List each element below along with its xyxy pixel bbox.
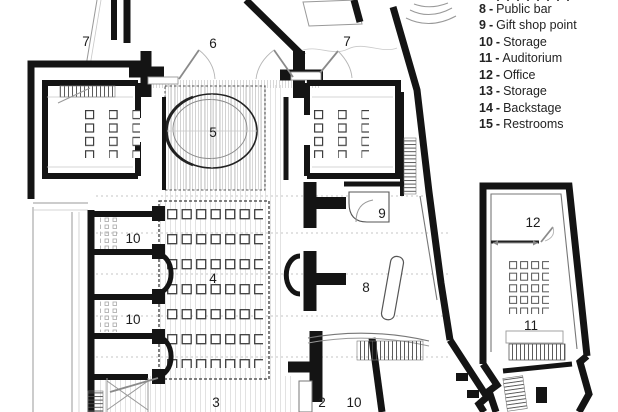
room-label-2: 2 bbox=[318, 395, 326, 410]
apse-niche-1 bbox=[156, 251, 174, 296]
legend-label: Storage bbox=[503, 84, 547, 99]
legend-separator: - bbox=[495, 67, 501, 82]
legend-label: Public bar bbox=[496, 2, 552, 16]
annex-bottom-wall bbox=[502, 361, 573, 374]
top-annex-outline bbox=[302, 0, 363, 27]
legend-separator: - bbox=[495, 100, 501, 115]
annex-inner-wall bbox=[490, 193, 578, 352]
room-label-10-upper: 10 bbox=[125, 231, 140, 246]
door-leaf-side bbox=[319, 50, 339, 74]
legend-label: Office bbox=[503, 67, 536, 82]
annex-floor-plan: 12 11 bbox=[479, 182, 593, 412]
legend-label: Storage bbox=[503, 34, 547, 49]
legend-separator: - bbox=[495, 34, 501, 49]
door-leaf-right bbox=[273, 49, 294, 78]
annex-wall-stub bbox=[536, 387, 547, 403]
room-label-9: 9 bbox=[378, 206, 386, 221]
legend-number: 10 bbox=[479, 34, 493, 49]
legend-number: 11 bbox=[479, 51, 493, 66]
legend-label: Gift shop point bbox=[496, 18, 577, 33]
legend-separator: - bbox=[488, 2, 494, 16]
site-lines bbox=[32, 0, 457, 412]
room-labels: 7 6 7 5 9 10 4 8 10 3 2 10 bbox=[82, 34, 386, 410]
auditorium-step bbox=[505, 330, 564, 344]
bar-counter bbox=[380, 255, 405, 321]
room-label-7-left: 7 bbox=[82, 34, 90, 49]
door-leaf-left bbox=[178, 49, 200, 80]
legend-item-13: 13-Storage bbox=[479, 83, 617, 99]
room-label-5: 5 bbox=[209, 125, 217, 140]
entrance-vestibule bbox=[129, 49, 353, 98]
hedge-squiggle bbox=[299, 45, 398, 53]
annex-outer-wall bbox=[479, 182, 591, 364]
door-sill-right bbox=[290, 71, 322, 81]
main-floor-plan: 7 6 7 5 9 10 4 8 10 3 2 10 bbox=[27, 0, 492, 412]
legend-number: 12 bbox=[479, 67, 493, 82]
legend-number: 14 bbox=[479, 100, 493, 115]
room8-stair bbox=[356, 340, 424, 361]
bottom-rooms bbox=[87, 377, 313, 412]
fan-arc-3 bbox=[413, 2, 449, 8]
left-wing bbox=[42, 80, 141, 179]
legend-item-8: 8-Public bar bbox=[479, 1, 617, 17]
room-label-8: 8 bbox=[362, 280, 370, 295]
legend-item-15: 15-Restrooms bbox=[479, 116, 617, 132]
nave bbox=[162, 97, 289, 368]
office-door-leaf bbox=[540, 226, 554, 243]
room8-inner-wall bbox=[419, 195, 438, 301]
legend: 8-Public bar 9-Gift shop point 10-Storag… bbox=[479, 0, 617, 133]
legend-item-9: 9-Gift shop point bbox=[479, 17, 617, 33]
legend-separator: - bbox=[488, 18, 494, 33]
annex-lower-stair bbox=[502, 375, 528, 412]
legend-item-12: 12-Office bbox=[479, 67, 617, 83]
room-label-11: 11 bbox=[524, 318, 538, 333]
legend-item-10: 10-Storage bbox=[479, 34, 617, 50]
room-label-4: 4 bbox=[209, 271, 217, 286]
left-wing-tables bbox=[85, 110, 140, 158]
room-label-12: 12 bbox=[525, 215, 540, 230]
left-wing-stair bbox=[59, 85, 116, 98]
room-3-floorboards bbox=[96, 376, 292, 412]
legend-label: Restrooms bbox=[503, 117, 564, 132]
legend-label: Backstage bbox=[503, 100, 562, 115]
bottom-left-stair bbox=[87, 390, 104, 412]
legend-separator: - bbox=[495, 117, 501, 132]
left-chapels bbox=[91, 206, 174, 384]
room-label-10-bottom: 10 bbox=[346, 395, 361, 410]
room-label-6: 6 bbox=[209, 36, 217, 51]
room-label-10-lower: 10 bbox=[125, 312, 140, 327]
apse-niche-2 bbox=[156, 334, 174, 379]
annex-stair bbox=[508, 343, 566, 361]
legend-number: 13 bbox=[479, 84, 493, 99]
legend-item-11: 11-Auditorium bbox=[479, 50, 617, 66]
legend-separator: - bbox=[495, 51, 500, 66]
fan-arc-2 bbox=[409, 7, 453, 15]
door-leaf-bottom bbox=[109, 377, 159, 393]
hall-seats bbox=[167, 209, 263, 368]
legend-number: 9 bbox=[479, 18, 486, 33]
legend-number: 15 bbox=[479, 117, 493, 132]
outer-walls bbox=[27, 0, 492, 412]
entrance-threshold-hatch bbox=[152, 80, 320, 88]
room-label-3: 3 bbox=[212, 395, 220, 410]
fan-arc-1 bbox=[405, 15, 457, 24]
apse-niche-right bbox=[283, 253, 301, 297]
legend-separator: - bbox=[495, 84, 501, 99]
legend-cropped-line bbox=[497, 0, 571, 1]
legend-number: 8 bbox=[479, 2, 486, 16]
pilaster bbox=[298, 380, 313, 412]
auditorium-seats bbox=[509, 261, 549, 314]
storage-racks-1 bbox=[100, 217, 120, 249]
right-wing-tables bbox=[314, 110, 369, 158]
right-wing bbox=[304, 80, 417, 196]
legend-label: Auditorium bbox=[502, 51, 563, 66]
storage-racks-2 bbox=[100, 300, 120, 332]
room-label-7-right: 7 bbox=[343, 34, 351, 49]
door-sill-left bbox=[147, 76, 179, 85]
right-side-rooms bbox=[283, 181, 438, 402]
stair-corridor-treads bbox=[403, 137, 417, 195]
legend-item-14: 14-Backstage bbox=[479, 100, 617, 116]
